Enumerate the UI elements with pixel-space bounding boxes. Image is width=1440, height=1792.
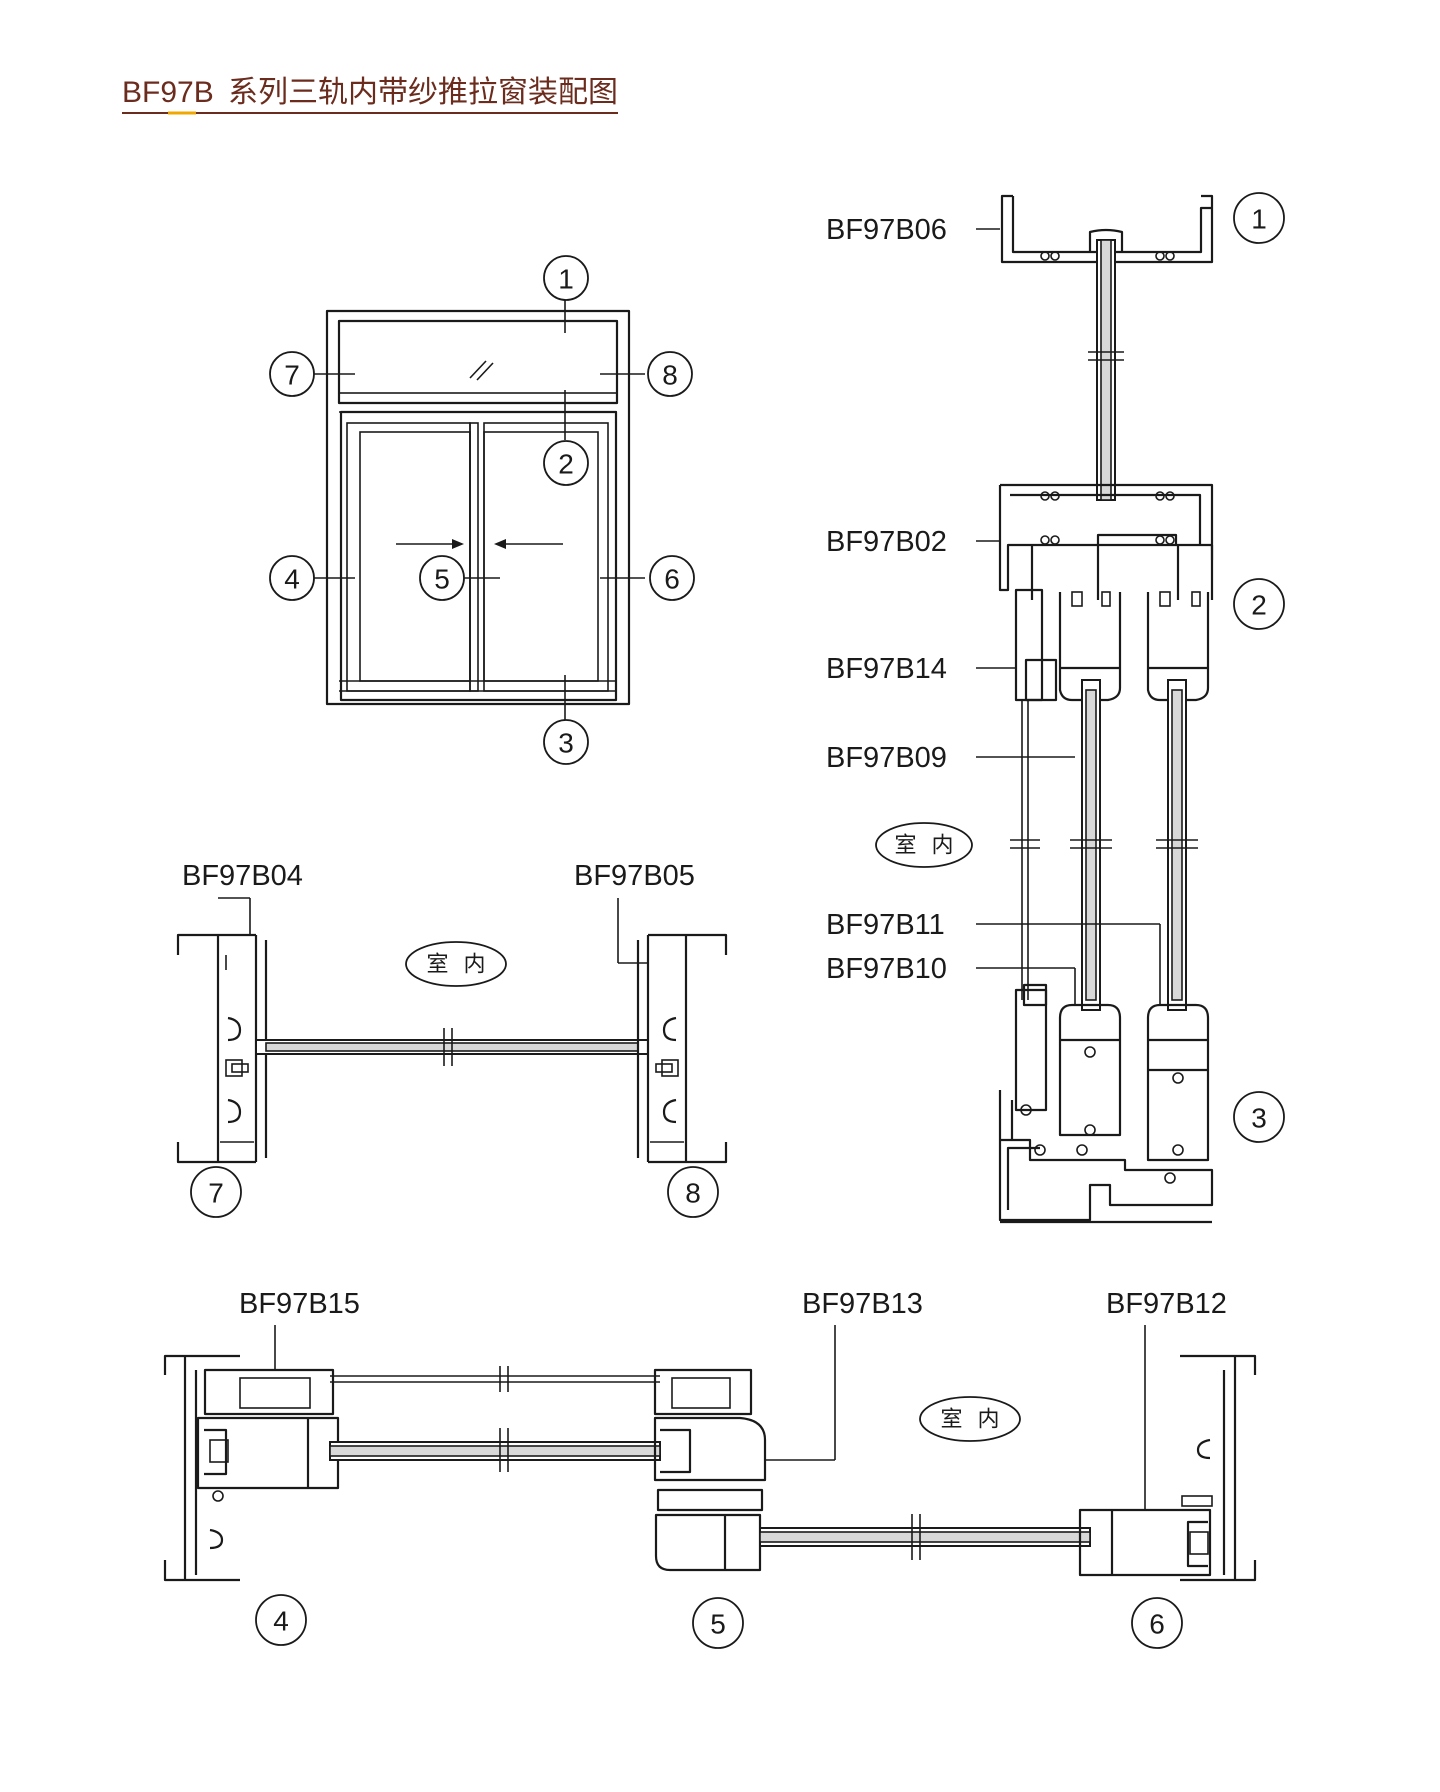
label-bf97b02: BF97B02 [826,526,947,558]
svg-text:7: 7 [208,1178,224,1209]
label-bf97b15: BF97B15 [239,1288,360,1320]
page-title: BF97B 系列三轨内带纱推拉窗装配图 [122,76,618,115]
callout-8-elevation: 8 [647,351,693,397]
svg-text:室 内: 室 内 [427,953,490,978]
svg-text:5: 5 [434,564,450,595]
svg-text:3: 3 [1251,1103,1267,1134]
svg-text:2: 2 [558,449,574,480]
callout-7-elevation: 7 [269,351,315,397]
callout-1-elevation: 1 [543,255,589,301]
label-bf97b11: BF97B11 [826,909,945,941]
svg-text:1: 1 [1251,204,1267,235]
label-bf97b14: BF97B14 [826,653,947,685]
callout-4-section: 4 [255,1594,307,1646]
callout-1-section: 1 [1233,192,1285,244]
indoor-label-transom: 室 内 [405,941,507,987]
horizontal-section [163,1325,1257,1582]
title-text: 系列三轨内带纱推拉窗装配图 [228,76,618,109]
title-prefix: BF97B [122,76,214,109]
svg-text:1: 1 [558,264,574,295]
svg-text:3: 3 [558,728,574,759]
svg-text:6: 6 [1149,1609,1165,1640]
svg-text:室 内: 室 内 [941,1408,1004,1433]
callout-6-elevation: 6 [649,555,695,601]
callout-4-elevation: 4 [269,555,315,601]
svg-text:8: 8 [662,360,678,391]
svg-text:5: 5 [710,1609,726,1640]
svg-text:2: 2 [1251,590,1267,621]
callout-6-section: 6 [1131,1597,1183,1649]
label-bf97b13: BF97B13 [802,1288,923,1320]
callout-5-elevation: 5 [419,555,465,601]
indoor-label-horizontal: 室 内 [919,1396,1021,1442]
svg-text:4: 4 [284,564,300,595]
transom-side-section [176,897,728,1164]
svg-text:7: 7 [284,360,300,391]
callout-8-section: 8 [667,1166,719,1218]
indoor-label-section: 室 内 [875,822,973,868]
callout-2-elevation: 2 [543,440,589,486]
window-elevation [310,295,645,720]
label-bf97b10: BF97B10 [826,953,947,985]
callout-3-section: 3 [1233,1091,1285,1143]
label-bf97b12: BF97B12 [1106,1288,1227,1320]
label-bf97b04: BF97B04 [182,860,303,892]
svg-text:4: 4 [273,1606,289,1637]
callout-5-section: 5 [692,1597,744,1649]
callout-3-elevation: 3 [543,719,589,765]
svg-text:8: 8 [685,1178,701,1209]
svg-text:6: 6 [664,564,680,595]
callout-7-section: 7 [190,1166,242,1218]
vertical-section [976,194,1214,1224]
label-bf97b06: BF97B06 [826,214,947,246]
label-bf97b05: BF97B05 [574,860,695,892]
label-bf97b09: BF97B09 [826,742,947,774]
svg-text:室 内: 室 内 [895,834,958,859]
callout-2-section: 2 [1233,578,1285,630]
